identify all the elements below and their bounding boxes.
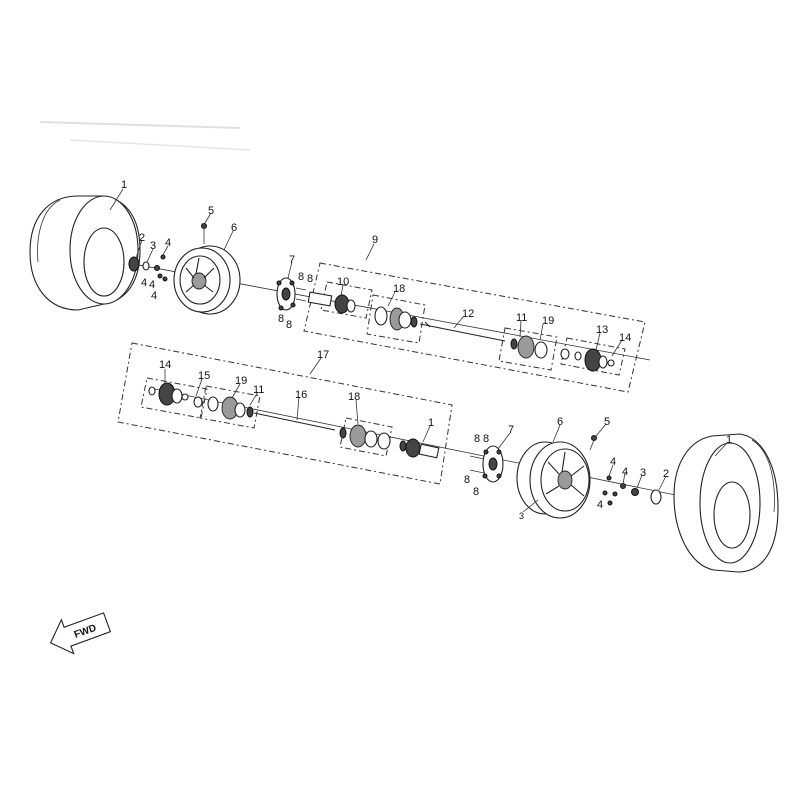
callout-15: 15	[198, 370, 210, 382]
callout-3: 3	[519, 511, 524, 521]
left-hub-nut	[128, 254, 168, 282]
callout-8: 8	[473, 486, 479, 498]
callout-17: 17	[317, 349, 329, 361]
callout-2: 2	[139, 232, 145, 244]
left-wheel-rim	[173, 223, 241, 315]
callout-3: 3	[640, 467, 646, 479]
callout-3: 3	[150, 240, 156, 252]
callout-4: 4	[597, 499, 603, 511]
callout-13: 13	[596, 324, 608, 336]
callout-12: 12	[462, 308, 474, 320]
callout-10: 10	[337, 276, 349, 288]
left-tire	[29, 195, 141, 311]
callout-8: 8	[278, 313, 284, 325]
right-hub	[469, 445, 504, 483]
callout-18: 18	[393, 283, 405, 295]
leader-lines	[109, 188, 728, 513]
callout-4: 4	[165, 237, 171, 249]
callout-7: 7	[508, 424, 514, 436]
right-wheel-rim	[516, 435, 597, 519]
callout-5: 5	[208, 205, 214, 217]
left-hub	[276, 277, 307, 311]
callout-1: 1	[428, 417, 434, 429]
callout-6: 6	[557, 416, 563, 428]
fwd-arrow: FWD	[49, 612, 112, 655]
upper-shaft-assembly	[303, 262, 646, 393]
callout-8: 8	[307, 273, 313, 285]
callout-11: 11	[516, 312, 527, 324]
callout-labels: 1 2 3 4 4 4 4 5 6 7 8 8 8 8 9 10 18 12 1…	[121, 179, 732, 521]
callout-1: 1	[121, 179, 127, 191]
callout-4: 4	[141, 277, 147, 289]
callout-16: 16	[295, 389, 307, 401]
callout-4: 4	[149, 279, 155, 291]
right-tire	[673, 433, 779, 573]
callout-5: 5	[604, 416, 610, 428]
callout-7: 7	[289, 254, 295, 266]
callout-8: 8	[286, 319, 292, 331]
lower-shaft-assembly	[117, 342, 453, 485]
callout-4: 4	[151, 290, 157, 302]
callout-14: 14	[619, 332, 631, 344]
callout-8: 8	[298, 271, 304, 283]
callout-9: 9	[372, 234, 378, 246]
callout-2: 2	[663, 468, 669, 480]
callout-19: 19	[542, 315, 554, 327]
callout-8: 8	[464, 474, 470, 486]
callout-11: 11	[253, 384, 264, 396]
header-smudge	[39, 121, 251, 151]
callout-1: 1	[726, 434, 732, 446]
callout-8: 8	[483, 433, 489, 445]
right-hub-nut	[602, 475, 662, 506]
callout-6: 6	[231, 222, 237, 234]
callout-4: 4	[610, 456, 616, 468]
callout-4: 4	[622, 466, 628, 478]
callout-18: 18	[348, 391, 360, 403]
callout-19: 19	[235, 375, 247, 387]
callout-8: 8	[474, 433, 480, 445]
callout-14: 14	[159, 359, 171, 371]
